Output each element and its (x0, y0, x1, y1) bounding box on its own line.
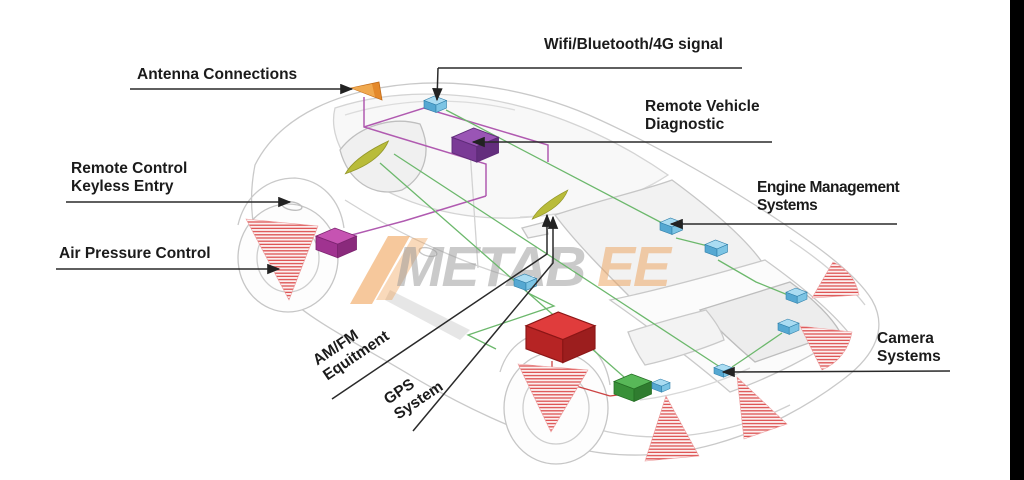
label-line: Systems (757, 196, 818, 214)
label-camera-systems: Camera Systems (877, 330, 941, 365)
front-small-module (651, 378, 671, 393)
watermark-logo: METAB EE (350, 235, 675, 304)
watermark-slash-icon (350, 236, 410, 304)
roof-antenna-icon (349, 81, 383, 101)
leader-amfm (331, 213, 553, 400)
leader-camera (721, 366, 951, 378)
label-line: Antenna Connections (137, 66, 298, 83)
watermark-slash-icon (376, 238, 428, 300)
front-wheel-cone (517, 363, 589, 433)
label-line: Wifi/Bluetooth/4G signal (544, 36, 723, 53)
side-sensor-upper (785, 287, 808, 304)
side-fan-upper (811, 261, 860, 299)
windshield-antenna-icon (531, 189, 569, 220)
label-remote-vehicle-diagnostic: Remote Vehicle Diagnostic (645, 98, 760, 133)
label-line: Systems (877, 347, 941, 365)
wiring-magenta (347, 97, 549, 237)
leader-gps (412, 215, 559, 432)
label-line: Keyless Entry (71, 177, 174, 195)
label-line: Air Pressure Control (59, 245, 211, 262)
label-air-pressure: Air Pressure Control (59, 245, 211, 263)
leader-lines (56, 67, 951, 432)
label-line: Remote Vehicle (645, 98, 760, 115)
label-line: Remote Control (71, 160, 188, 177)
gps-module (513, 273, 538, 291)
label-line: Diagnostic (645, 115, 725, 133)
engine-module-b (704, 239, 729, 257)
watermark-text-gray: METAB (396, 235, 585, 299)
watermark-text-orange: EE (597, 235, 673, 299)
keyless-module (314, 227, 358, 259)
label-antenna-connections: Antenna Connections (137, 66, 297, 84)
label-line: Camera (877, 330, 934, 347)
air-pressure-cone (245, 218, 319, 301)
side-sensor-lower (777, 318, 800, 335)
window-antenna-icon (344, 140, 390, 175)
label-remote-keyless: Remote Control Keyless Entry (71, 160, 187, 195)
sensor-cones (245, 218, 860, 462)
front-center-cone (644, 395, 700, 462)
chassis-module (612, 373, 653, 403)
label-engine-management: Engine Management Systems (757, 179, 900, 214)
label-wifi-signal: Wifi/Bluetooth/4G signal (544, 36, 723, 54)
engine-bay-box (524, 311, 597, 364)
side-fan-lower (799, 325, 853, 371)
label-line: Engine Management (757, 179, 900, 196)
front-right-cone (736, 376, 788, 440)
right-edge-bar (1010, 0, 1024, 480)
leader-wifi (432, 67, 443, 102)
